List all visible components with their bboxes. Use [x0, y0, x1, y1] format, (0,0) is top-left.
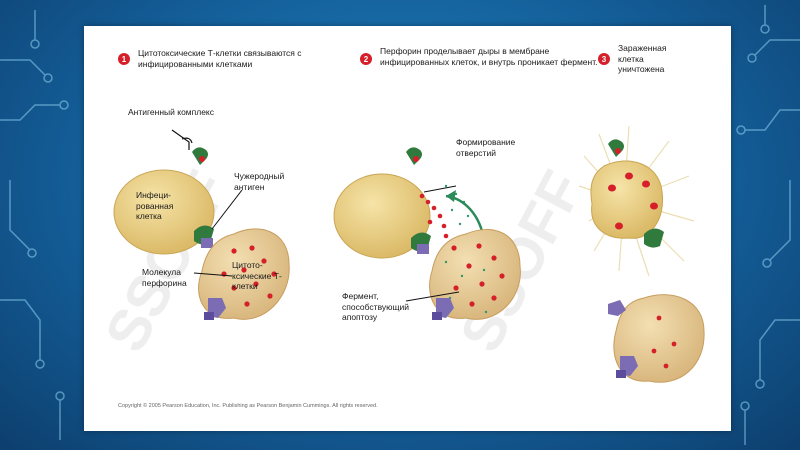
- destroyed-cell: [590, 160, 664, 239]
- step-2-text: Перфорин проделывает дыры в мембране инф…: [380, 46, 598, 67]
- infected-cell-2: [333, 173, 431, 259]
- step-2-badge: 2: [360, 53, 372, 65]
- diagram-illustration: SSOFF SSOFF: [93, 125, 705, 383]
- step-1-text: Цитотоксические Т-клетки связываются с и…: [138, 48, 302, 69]
- antigen-complex-bracket: [171, 129, 190, 150]
- label-hole-formation: Формирование отверстий: [456, 137, 516, 158]
- label-perforin-molecule: Молекула перфорина: [142, 267, 187, 288]
- step-3-badge: 3: [598, 53, 610, 65]
- infected-cell-1: [113, 169, 215, 255]
- panel-3-cells: [578, 125, 705, 383]
- label-foreign-antigen: Чужеродный антиген: [234, 171, 285, 192]
- label-apoptosis-enzyme: Фермент, способствующий апоптозу: [342, 291, 410, 322]
- t-cell-2: [429, 229, 521, 320]
- label-cytotoxic-t-cell: Цитото-ксические Т-клетки: [232, 260, 282, 291]
- t-cell-1: [198, 228, 290, 320]
- panel-2-cells: [333, 147, 521, 320]
- antigen-complex-shape: [192, 147, 208, 165]
- step-3-text: Зараженная клетка уничтожена: [618, 43, 667, 74]
- copyright-notice: Copyright © 2005 Pearson Education, Inc.…: [118, 403, 378, 409]
- label-antigen-complex: Антигенный комплекс: [128, 107, 214, 117]
- slide: SSOFF SSOFF: [84, 26, 731, 431]
- step-1-badge: 1: [118, 53, 130, 65]
- label-infected-cell: Инфеци-рованная клетка: [136, 190, 174, 221]
- t-cell-3: [613, 294, 705, 383]
- panel-1-cells: [113, 129, 290, 320]
